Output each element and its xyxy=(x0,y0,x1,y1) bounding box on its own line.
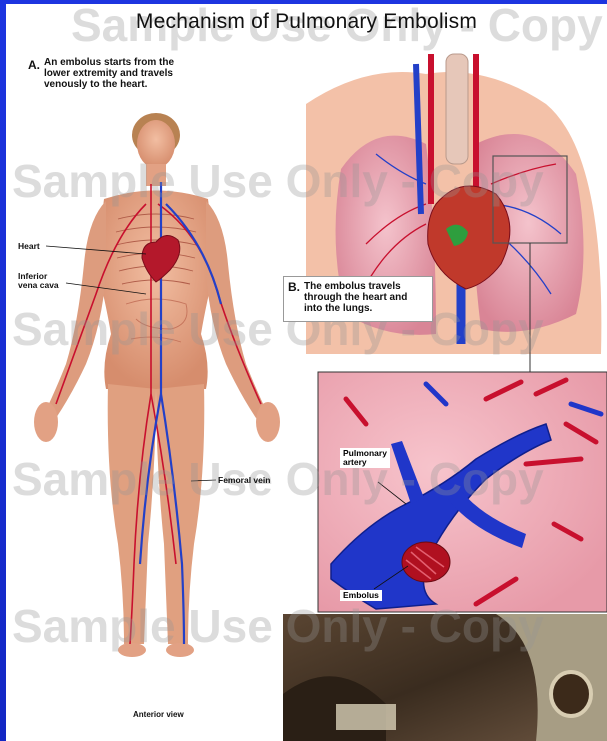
label-pulmonary-artery: Pulmonary artery xyxy=(340,448,390,468)
label-heart: Heart xyxy=(18,242,40,251)
figure-title: Mechanism of Pulmonary Embolism xyxy=(6,10,607,34)
pulmonary-artery-closeup xyxy=(318,372,607,612)
caption-line: into the lungs. xyxy=(304,303,430,314)
illustration-panel: Sample Use Only - Copy Sample Use Only -… xyxy=(6,4,607,741)
panel-b-caption-box: B. The embolus travels through the heart… xyxy=(283,276,433,322)
caption-line: venously to the heart. xyxy=(44,79,244,90)
label-line: artery xyxy=(343,458,387,467)
panel-a-caption-text: An embolus starts from the lower extremi… xyxy=(44,57,244,90)
caption-line: The embolus travels xyxy=(304,281,430,292)
caption-line: An embolus starts from the xyxy=(44,57,244,68)
panel-b-letter: B. xyxy=(288,280,300,294)
autopsy-photo xyxy=(283,614,607,741)
label-embolus: Embolus xyxy=(340,590,382,601)
caption-line: through the heart and xyxy=(304,292,430,303)
human-figure xyxy=(34,113,280,657)
illustration-artwork xyxy=(6,4,607,741)
caption-line: lower extremity and travels xyxy=(44,68,244,79)
chest-lungs-illustration xyxy=(306,54,601,372)
panel-b-caption-text: The embolus travels through the heart an… xyxy=(304,281,430,314)
label-anterior-view: Anterior view xyxy=(133,710,184,719)
panel-a-letter: A. xyxy=(28,58,40,72)
panel-a-caption: A. An embolus starts from the lower extr… xyxy=(28,56,40,74)
label-inferior-vena-cava: Inferior vena cava xyxy=(18,272,59,290)
label-femoral-vein: Femoral vein xyxy=(218,476,270,485)
label-line: vena cava xyxy=(18,281,59,290)
